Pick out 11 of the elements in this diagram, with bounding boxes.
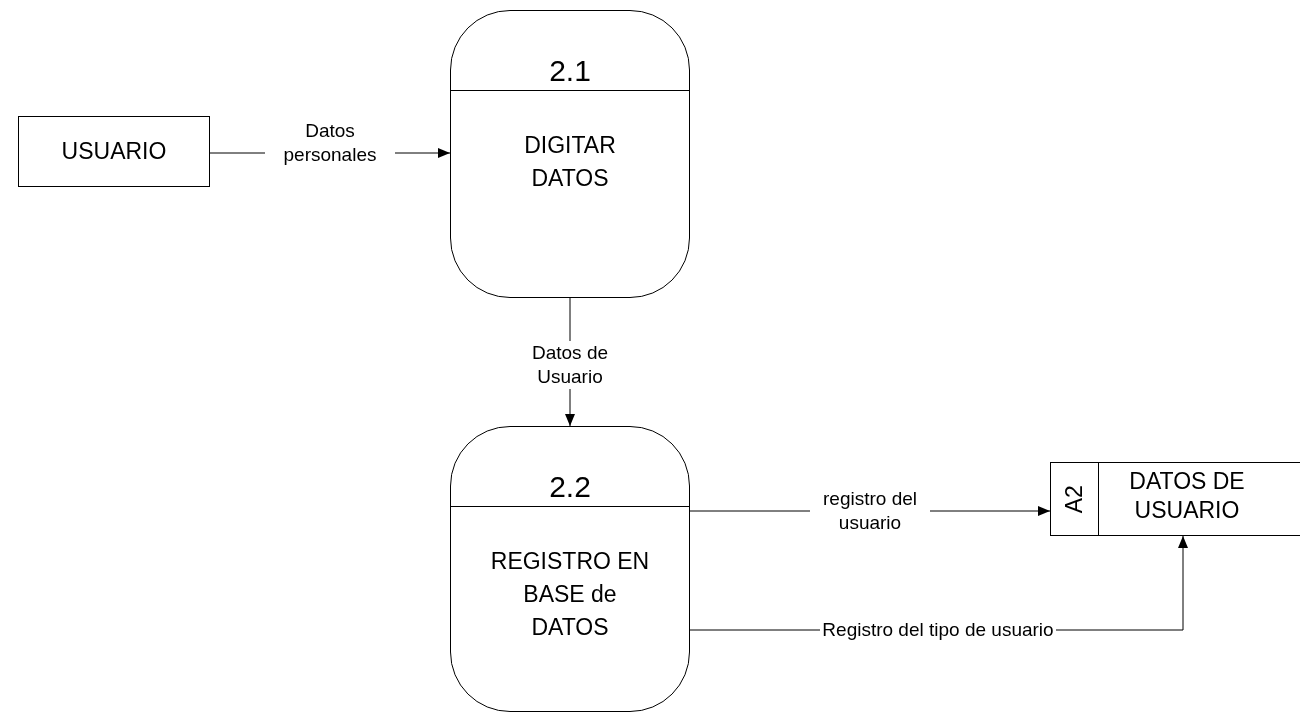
process-name: REGISTRO EN BASE de DATOS xyxy=(490,547,650,642)
process-name: DIGITAR DATOS xyxy=(523,131,617,193)
process-number: 2.2 xyxy=(549,472,591,502)
process-box xyxy=(450,426,690,712)
process-box xyxy=(450,10,690,298)
data-store xyxy=(1050,462,1300,536)
store-name: DATOS DE USUARIO xyxy=(1128,467,1246,525)
store-id: A2 xyxy=(1060,484,1089,514)
entity-box xyxy=(18,116,210,187)
process-number: 2.1 xyxy=(549,56,591,86)
entity-name: USUARIO xyxy=(61,137,167,167)
